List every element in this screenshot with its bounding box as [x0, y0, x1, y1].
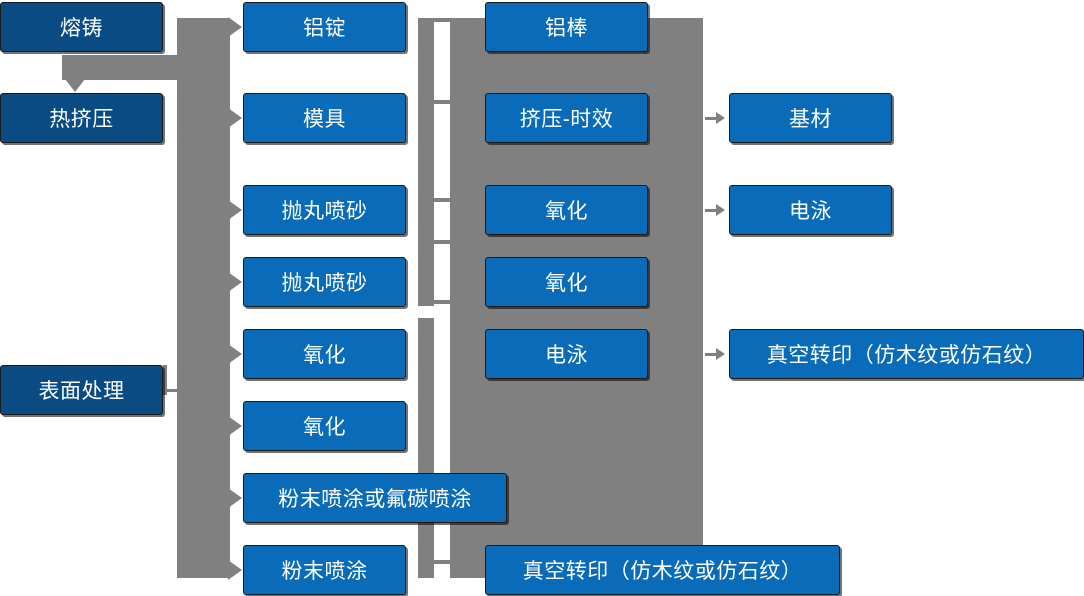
stage-box-hot-extrusion[interactable]: 热挤压 — [0, 93, 163, 143]
arrow-to-output-2 — [705, 200, 725, 220]
connector-stage1-to-stage2-bar — [62, 55, 192, 80]
process-label-oxidation-2: 氧化 — [545, 272, 588, 295]
input-label-powder-or-fluorocarbon-coating: 粉末喷涂或氟碳喷涂 — [278, 488, 472, 511]
input-box-aluminum-ingot[interactable]: 铝锭 — [243, 2, 406, 52]
arrow-to-input-6 — [228, 416, 242, 436]
output-label-vacuum-transfer-print: 真空转印（仿木纹或仿石纹） — [766, 344, 1047, 367]
arrow-to-input-5 — [228, 344, 242, 364]
stage-box-surface-treatment[interactable]: 表面处理 — [0, 365, 163, 415]
input-box-shot-blasting-2[interactable]: 抛丸喷砂 — [243, 257, 406, 307]
output-box-vacuum-transfer-print[interactable]: 真空转印（仿木纹或仿石纹） — [729, 329, 1084, 379]
stage-label-melting: 熔铸 — [60, 17, 103, 40]
input-label-aluminum-ingot: 铝锭 — [303, 17, 346, 40]
stage-label-surface-treatment: 表面处理 — [38, 380, 125, 403]
arrow-to-input-8 — [228, 560, 242, 580]
output-label-base-material: 基材 — [789, 108, 832, 131]
connector-stage1-to-stage2-arrowhead — [65, 79, 85, 92]
output-box-base-material[interactable]: 基材 — [729, 93, 892, 143]
input-box-mold[interactable]: 模具 — [243, 93, 406, 143]
process-box-vacuum-transfer-print[interactable]: 真空转印（仿木纹或仿石纹） — [485, 545, 840, 595]
input-label-shot-blasting-1: 抛丸喷砂 — [281, 200, 368, 223]
process-box-electrophoresis[interactable]: 电泳 — [485, 329, 648, 379]
arrow-to-output-1 — [705, 108, 725, 128]
output-box-electrophoresis[interactable]: 电泳 — [729, 185, 892, 235]
input-label-oxidation-1: 氧化 — [303, 344, 346, 367]
stage-box-melting[interactable]: 熔铸 — [0, 2, 163, 52]
arrow-to-input-3 — [228, 200, 242, 220]
connector-tie-4 — [434, 240, 456, 244]
arrow-to-output-3 — [705, 344, 725, 364]
process-box-oxidation-2[interactable]: 氧化 — [485, 257, 648, 307]
process-label-extrusion-aging: 挤压-时效 — [519, 108, 614, 131]
process-box-extrusion-aging[interactable]: 挤压-时效 — [485, 93, 648, 143]
connector-tie-6 — [434, 560, 456, 564]
input-box-powder-coating[interactable]: 粉末喷涂 — [243, 545, 406, 595]
process-label-electrophoresis: 电泳 — [545, 344, 588, 367]
input-label-oxidation-2: 氧化 — [303, 416, 346, 439]
input-box-oxidation-1[interactable]: 氧化 — [243, 329, 406, 379]
connector-tie-3 — [434, 198, 456, 202]
connector-middle-rail-upper — [418, 18, 434, 306]
process-label-vacuum-transfer-print: 真空转印（仿木纹或仿石纹） — [522, 560, 803, 583]
process-box-aluminum-bar[interactable]: 铝棒 — [485, 2, 648, 52]
connector-tie-1 — [434, 18, 456, 22]
arrow-to-input-4 — [228, 272, 242, 292]
output-label-electrophoresis: 电泳 — [789, 200, 832, 223]
connector-tie-5 — [434, 300, 456, 304]
connector-middle-rail-lower — [418, 318, 434, 578]
arrow-to-input-7 — [228, 488, 242, 508]
connector-stage3-notch — [163, 365, 167, 395]
stage-label-hot-extrusion: 热挤压 — [49, 108, 114, 131]
input-label-mold: 模具 — [303, 108, 346, 131]
arrow-to-input-1 — [228, 17, 242, 37]
input-label-shot-blasting-2: 抛丸喷砂 — [281, 272, 368, 295]
connector-stage3-to-trunk — [163, 380, 183, 400]
connector-left-trunk — [177, 18, 230, 578]
input-label-powder-coating: 粉末喷涂 — [281, 560, 368, 583]
process-box-oxidation-1[interactable]: 氧化 — [485, 185, 648, 235]
input-box-oxidation-2[interactable]: 氧化 — [243, 401, 406, 451]
process-label-aluminum-bar: 铝棒 — [545, 17, 588, 40]
input-box-powder-or-fluorocarbon-coating[interactable]: 粉末喷涂或氟碳喷涂 — [243, 473, 507, 523]
input-box-shot-blasting-1[interactable]: 抛丸喷砂 — [243, 185, 406, 235]
connector-tie-2 — [434, 100, 456, 104]
arrow-to-input-2 — [228, 108, 242, 128]
process-label-oxidation-1: 氧化 — [545, 200, 588, 223]
